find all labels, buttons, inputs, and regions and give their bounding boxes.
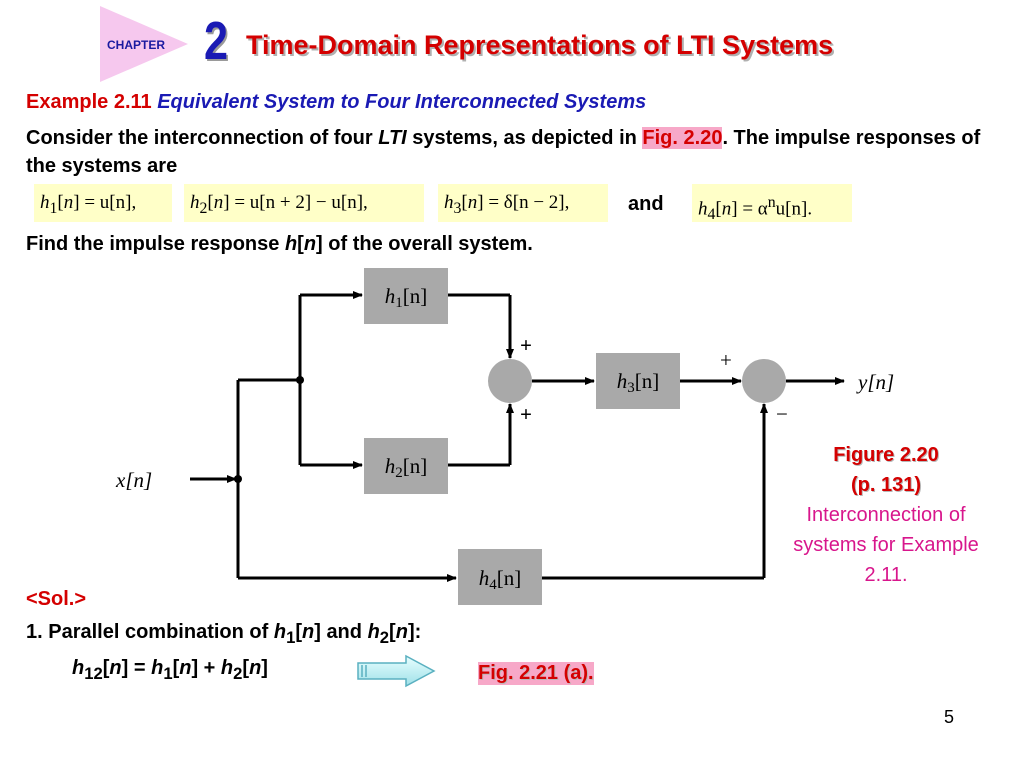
- block-h1: [364, 268, 448, 324]
- equation-h1: h1[n] = u[n],: [34, 184, 172, 222]
- figure-link-2-20[interactable]: Fig. 2.20: [642, 127, 723, 149]
- caption-figure-number: Figure 2.20: [833, 444, 939, 466]
- slide-title: Time-Domain Representations of LTI Syste…: [246, 30, 834, 60]
- sum1-sign-top: +: [520, 333, 532, 357]
- intro-text-2: systems, as depicted in: [406, 127, 643, 149]
- input-signal-label: x[n]: [115, 468, 152, 492]
- block-h1-label: h1[n]: [385, 284, 428, 311]
- equation-h4: h4[n] = αnu[n].: [692, 184, 852, 223]
- intro-text-1: Consider the interconnection of four: [26, 127, 379, 149]
- summing-node-2: [742, 359, 786, 403]
- block-h3-label: h3[n]: [617, 369, 660, 396]
- chapter-badge-triangle: [100, 6, 188, 82]
- summing-node-1: [488, 359, 532, 403]
- solution-label: <Sol.>: [26, 588, 87, 610]
- chapter-number: 2: [204, 11, 229, 71]
- chapter-label: CHAPTER: [107, 38, 166, 52]
- caption-description: Interconnection of systems for Example 2…: [793, 504, 979, 586]
- figure-caption: Figure 2.20 (p. 131) Interconnection of …: [776, 440, 996, 590]
- example-label: Example 2.11: [26, 91, 152, 113]
- right-arrow-icon[interactable]: [356, 654, 436, 688]
- block-h2: [364, 438, 448, 494]
- equation-h3: h3[n] = δ[n − 2],: [438, 184, 608, 222]
- equation-h12: h12[n] = h1[n] + h2[n]: [72, 657, 268, 683]
- block-h4: [458, 549, 542, 605]
- output-signal-label: y[n]: [856, 370, 894, 394]
- intro-paragraph: Consider the interconnection of four LTI…: [26, 124, 996, 180]
- sum2-sign-bottom: −: [776, 402, 788, 426]
- intro-lti: LTI: [378, 127, 407, 149]
- figure-link-2-21a[interactable]: Fig. 2.21 (a).: [478, 662, 594, 685]
- block-h4-label: h4[n]: [479, 566, 522, 593]
- example-heading: Example 2.11 Equivalent System to Four I…: [26, 91, 646, 114]
- equation-h2: h2[n] = u[n + 2] − u[n],: [184, 184, 424, 222]
- intro-text-3: . The impulse responses of the systems a…: [26, 127, 981, 177]
- block-h2-label: h2[n]: [385, 454, 428, 481]
- example-title: Equivalent System to Four Interconnected…: [157, 91, 647, 113]
- junction-dot-branch: [296, 376, 304, 384]
- sum1-sign-bottom: +: [520, 402, 532, 426]
- page-number: 5: [944, 707, 955, 727]
- solution-step-1: 1. Parallel combination of h1[n] and h2[…: [26, 621, 422, 647]
- task-statement: Find the impulse response h[n] of the ov…: [26, 233, 533, 255]
- caption-page: (p. 131): [850, 474, 922, 496]
- junction-dot-input: [234, 475, 242, 483]
- equations-and: and: [628, 193, 664, 215]
- block-h3: [596, 353, 680, 409]
- sum2-sign-top: +: [720, 348, 732, 372]
